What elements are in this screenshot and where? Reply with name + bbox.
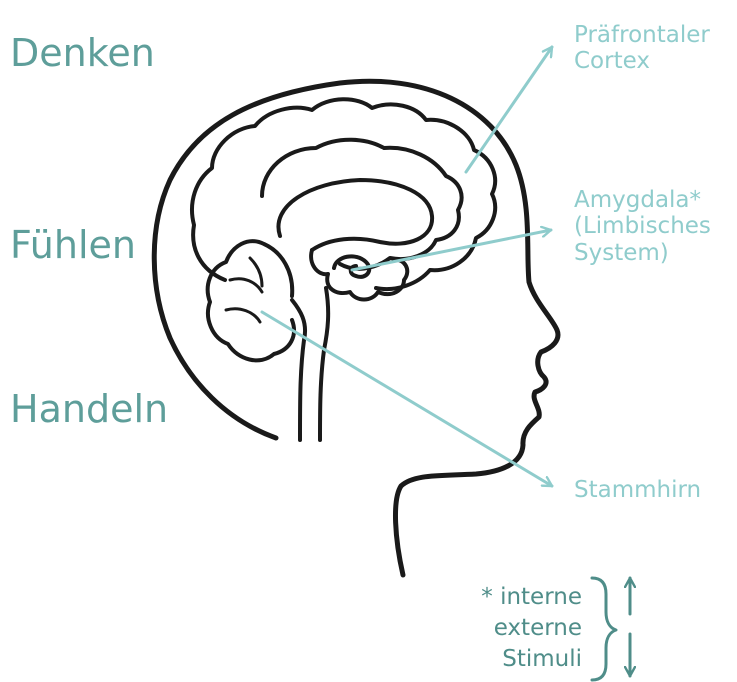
legend-line-stimuli: Stimuli xyxy=(502,648,582,671)
brainstem xyxy=(292,288,328,440)
label-prefrontal-line1: Präfrontaler xyxy=(574,22,710,48)
label-prefrontal-cortex: Präfrontaler Cortex xyxy=(574,22,710,75)
cerebrum-outline xyxy=(192,99,495,289)
legend-brace xyxy=(592,578,616,680)
label-amygdala-line2: (Limbisches xyxy=(574,213,711,239)
cerebellum-folia xyxy=(226,258,262,322)
cortex-inner-fold xyxy=(262,140,462,269)
label-amygdala-line1: Amygdala* xyxy=(574,187,711,213)
label-stammhirn: Stammhirn xyxy=(574,477,701,503)
label-amygdala-line3: System) xyxy=(574,240,711,266)
pointer-brainstem xyxy=(262,312,552,486)
label-amygdala: Amygdala* (Limbisches System) xyxy=(574,187,711,266)
legend-line-interne: * interne xyxy=(481,586,582,609)
label-prefrontal-line2: Cortex xyxy=(574,48,710,74)
corpus-callosum xyxy=(278,180,432,250)
legend-line-externe: externe xyxy=(494,617,582,640)
